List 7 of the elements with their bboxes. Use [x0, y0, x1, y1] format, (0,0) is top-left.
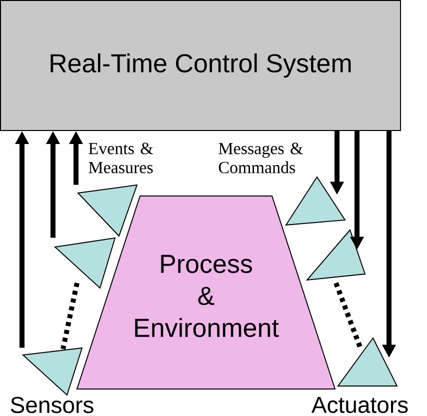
system-box: Real-Time Control System [0, 0, 401, 131]
label: Messages & Commands [218, 142, 303, 174]
label: Events & Measures [88, 142, 154, 174]
label: Sensors [10, 396, 94, 414]
dotted-line [60, 282, 80, 350]
dotted-line [334, 282, 362, 348]
label: Actuators [311, 396, 408, 414]
